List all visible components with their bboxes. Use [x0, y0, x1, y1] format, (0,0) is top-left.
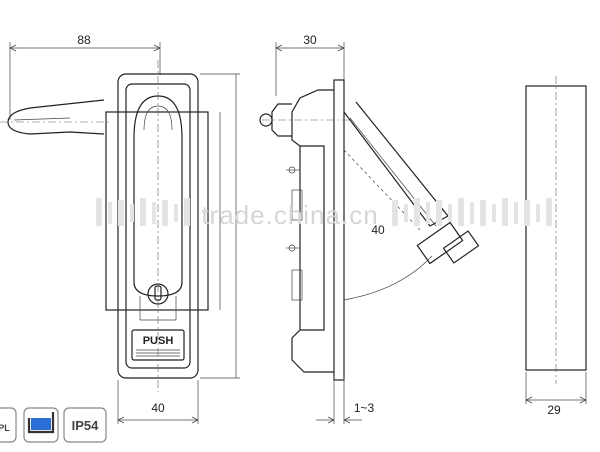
- material-badge: [0, 407, 17, 443]
- lever-tip: [416, 221, 480, 265]
- dim-40-label: 40: [151, 401, 165, 415]
- cutout-view: 29: [525, 76, 587, 417]
- material-badge-label: PL: [0, 423, 10, 433]
- ip-rating-badge: [63, 407, 107, 443]
- side-view: 30 40 1~3: [259, 33, 480, 424]
- dim-thickness-label: 1~3: [354, 401, 375, 415]
- dim-88-label: 88: [77, 33, 91, 47]
- angle-label: 40: [371, 223, 385, 237]
- dim-30-label: 30: [303, 33, 317, 47]
- mounting-icon: [27, 412, 55, 434]
- dim-29-label: 29: [547, 403, 561, 417]
- watermark: trade.china.cn: [96, 198, 552, 230]
- badges: PL IP54: [0, 407, 107, 443]
- watermark-text: trade.china.cn: [201, 200, 378, 230]
- push-label: PUSH: [143, 335, 174, 347]
- ip-rating-label: IP54: [72, 418, 100, 433]
